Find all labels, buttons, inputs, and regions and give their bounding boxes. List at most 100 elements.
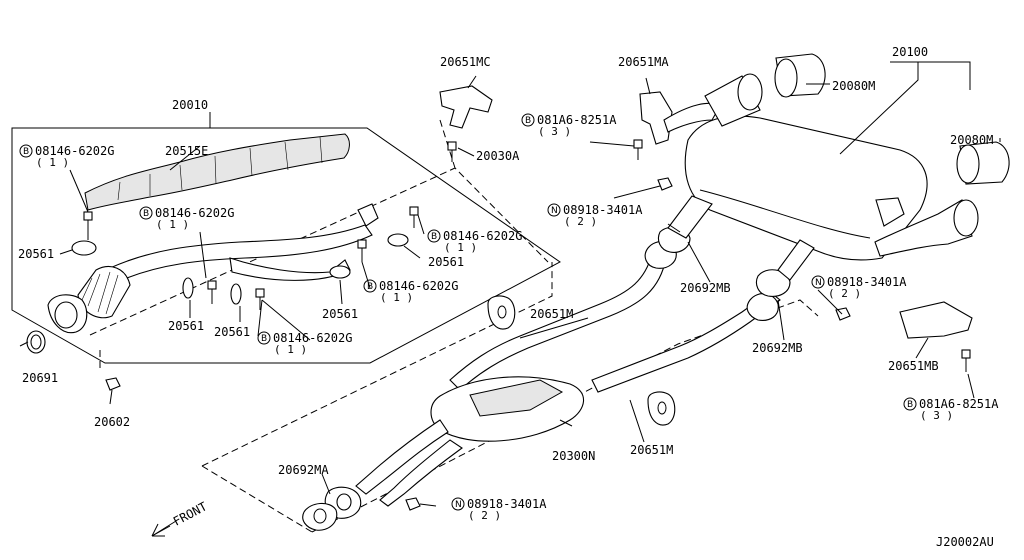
svg-text:08146-6202G: 08146-6202G — [155, 206, 234, 220]
callout-n-08918-3401a-right: N 08918-3401A ( 2 ) — [811, 275, 907, 300]
rear-flange-opening — [336, 493, 352, 511]
svg-text:( 2 ): ( 2 ) — [828, 287, 861, 300]
svg-text:N: N — [551, 206, 558, 216]
flange-lower — [746, 293, 779, 321]
svg-text:( 1 ): ( 1 ) — [444, 241, 477, 254]
label-20651mb: 20651MB — [888, 359, 939, 373]
label-20561-center-b: 20561 — [214, 325, 250, 339]
svg-text:08918-3401A: 08918-3401A — [827, 275, 907, 289]
bolt-icon — [409, 206, 419, 228]
bolt-icon — [83, 211, 93, 240]
muffler-seam — [699, 189, 871, 239]
rubber-mount-20651m-b — [647, 391, 676, 426]
svg-text:081A6-8251A: 081A6-8251A — [919, 397, 999, 411]
bolt-icon — [207, 280, 217, 304]
hanger-20651mc — [439, 85, 493, 129]
diagram-code: J20002AU — [936, 535, 994, 549]
svg-text:B: B — [261, 334, 267, 344]
label-20602: 20602 — [94, 415, 130, 429]
bracket-front — [357, 203, 379, 227]
finisher-left-opening — [774, 58, 798, 98]
center-pipe-lower — [591, 291, 781, 393]
clamp-20561-b — [182, 277, 194, 299]
callout-n-08918-3401a-upper: N 08918-3401A ( 2 ) — [547, 203, 643, 228]
nut-20602 — [105, 377, 121, 391]
svg-text:B: B — [907, 400, 913, 410]
finisher-right-opening — [956, 144, 980, 184]
front-arrow-icon — [151, 520, 177, 537]
muffler-bracket — [875, 197, 905, 227]
label-20561-center-c: 20561 — [322, 307, 358, 321]
tail-tube-right-opening — [953, 199, 979, 237]
label-20080m-upper: 20080M — [832, 79, 875, 93]
front-label: FRONT — [171, 499, 209, 528]
rubber-mount-20651m-a — [487, 295, 516, 330]
svg-text:( 1 ): ( 1 ) — [36, 156, 69, 169]
clamp-20561-d — [329, 265, 351, 279]
callout-b-08146-6202g-c: B 08146-6202G ( 1 ) — [427, 229, 522, 254]
bolt-icon — [357, 239, 367, 262]
clamp-20561-e — [387, 233, 409, 247]
heat-shield-20515e — [84, 133, 350, 211]
label-20515e: 20515E — [165, 144, 208, 158]
muffler-inlet-pipe-lower — [777, 239, 815, 281]
label-20651m-upper: 20651M — [530, 307, 573, 321]
svg-text:081A6-8251A: 081A6-8251A — [537, 113, 617, 127]
leader-lines — [19, 61, 1001, 507]
svg-text:( 1 ): ( 1 ) — [156, 218, 189, 231]
label-20561-right: 20561 — [428, 255, 464, 269]
svg-text:( 1 ): ( 1 ) — [274, 343, 307, 356]
svg-text:08146-6202G: 08146-6202G — [443, 229, 522, 243]
nut-icon — [657, 177, 673, 191]
clamp-20561-c — [230, 283, 242, 305]
svg-text:B: B — [23, 147, 29, 157]
bolt-icon — [447, 141, 457, 162]
label-20651ma: 20651MA — [618, 55, 669, 69]
callout-b-08146-6202g-d: B 08146-6202G ( 1 ) — [363, 279, 458, 304]
front-flange-opening — [54, 301, 78, 329]
svg-text:( 3 ): ( 3 ) — [920, 409, 953, 422]
svg-text:08918-3401A: 08918-3401A — [563, 203, 643, 217]
heat-shield-ribs — [117, 136, 323, 201]
callout-b-08146-6202g-e: B 08146-6202G ( 1 ) — [257, 331, 352, 356]
resonator-shield — [469, 379, 564, 417]
gasket-20692ma — [302, 502, 338, 531]
svg-text:( 1 ): ( 1 ) — [380, 291, 413, 304]
muffler-inlet-pipe-upper — [667, 195, 713, 239]
bolt-icon — [633, 139, 643, 160]
label-20300n: 20300N — [552, 449, 595, 463]
svg-text:N: N — [455, 500, 462, 510]
label-20692mb-upper: 20692MB — [680, 281, 731, 295]
tail-tube-left-opening — [737, 73, 763, 111]
svg-text:08918-3401A: 08918-3401A — [467, 497, 547, 511]
gasket-20691-inner — [30, 334, 42, 350]
group-outline-dashed-lower — [201, 262, 553, 467]
gasket-20692mb-lower — [755, 269, 791, 297]
group-outline-20010 — [11, 127, 561, 364]
callout-b-081a6-8251a-lower: B 081A6-8251A ( 3 ) — [903, 397, 999, 422]
tail-tube-right — [874, 199, 973, 257]
clamp-20561-a — [71, 240, 97, 256]
gasket-20692ma-inner — [313, 508, 327, 524]
y-pipe-left — [355, 419, 449, 495]
svg-text:( 2 ): ( 2 ) — [468, 509, 501, 522]
label-20692ma: 20692MA — [278, 463, 329, 477]
svg-text:B: B — [143, 209, 149, 219]
label-20651m-lower: 20651M — [630, 443, 673, 457]
gasket-20691 — [26, 330, 46, 354]
label-20100: 20100 — [892, 45, 928, 59]
svg-text:N: N — [815, 278, 822, 288]
callout-n-08918-3401a-lower: N 08918-3401A ( 2 ) — [451, 497, 547, 522]
y-pipe-right — [379, 439, 463, 507]
label-20561-left: 20561 — [18, 247, 54, 261]
label-20691: 20691 — [22, 371, 58, 385]
svg-text:( 2 ): ( 2 ) — [564, 215, 597, 228]
catalyst-ribs — [81, 271, 119, 315]
label-20651mc: 20651MC — [440, 55, 491, 69]
bolt-icon — [255, 288, 265, 310]
label-20080m-right: 20080M — [950, 133, 993, 147]
rubber-mount-a-hole — [497, 305, 507, 319]
callout-b-081a6-8251a-upper: B 081A6-8251A ( 3 ) — [521, 113, 617, 138]
label-20561-center-a: 20561 — [168, 319, 204, 333]
